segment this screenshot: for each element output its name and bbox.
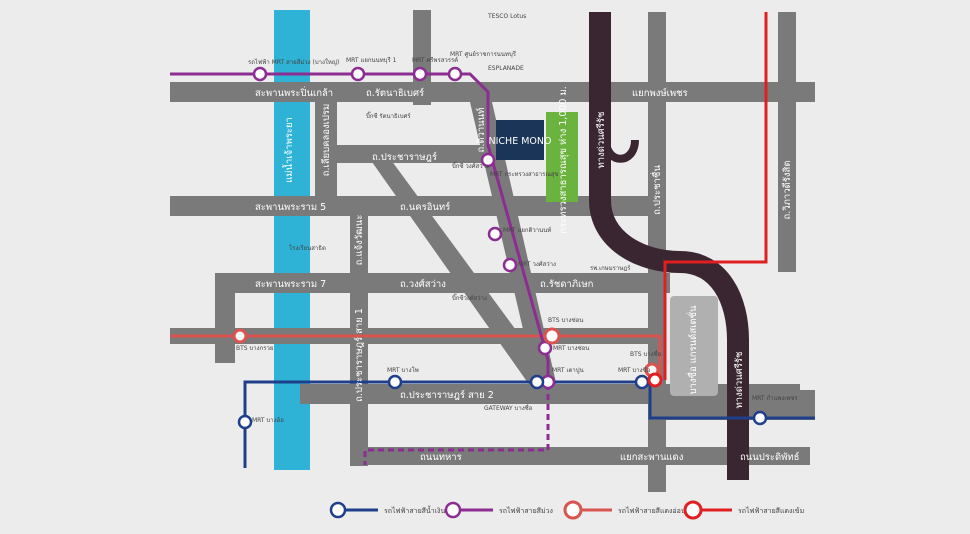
landmark-school: โรงเรียนสาธิต [289,244,326,252]
road-rama7-west [215,273,235,363]
road-wiphawadi [778,12,796,272]
label-mrt-bang-o: MRT บางอ้อ [252,417,284,424]
road-label-phra-pin-klao: สะพานพระปิ่นเกล้า [255,86,333,99]
bang-sue-grand-label: บางซื่อ แกรนด์สเตชั่น [686,305,699,394]
road-rama7 [215,273,670,293]
label-mrt-bang-pho: MRT บางโพ [387,366,419,374]
road-label-expressway2: ทางด่วนศรีรัช [733,351,745,408]
road-label-wiphawadi: ถ.วิภาวดีรังสิต [781,161,793,220]
label-mrt-bang-krasor: MRT แยกนนทบุรี 1 [346,56,397,64]
road-north [413,10,431,105]
landmark-hospital: รพ.เกษมราษฎร์ [590,264,631,272]
road-label-prachachuen: ถ.ประชาราษฎร์ [372,151,437,163]
station-mrt-bang-pho[interactable] [387,374,403,390]
legend-red-light-label: รถไฟฟ้าสายสีแดงอ่อน [618,506,686,515]
station-blue-tao-poon[interactable] [529,374,545,390]
road-label-thahan: ถนนทหาร [420,452,462,463]
road-label-wong-sawang: ถ.วงศ์สว่าง [400,278,446,290]
road-label-rama5: สะพานพระราม 5 [255,202,326,213]
station-mrt-yaek-tiwanon[interactable] [487,226,503,242]
expressway-loop [602,12,639,163]
station-bts-bang-kruai[interactable] [232,328,248,344]
station-mrt-bang-sue[interactable] [634,374,650,390]
station-mrt-top-left[interactable] [252,66,268,82]
label-bts-bang-son: BTS บางซ่อน [548,317,583,324]
blue-stations [237,374,768,430]
label-mrt-bang-son: MRT บางซ่อน [553,345,589,352]
legend-red-dark-label: รถไฟฟ้าสายสีแดงเข้ม [738,506,804,515]
legend-blue-label: รถไฟฟ้าสายสีน้ำเงิน [384,504,445,515]
legend-red-light-icon [563,500,583,520]
road-label-prachachuen-road: ถ.ประชาชื่น [650,165,663,215]
legend-red-dark-icon [683,500,703,520]
bang-sue-grand-station [670,296,718,396]
landmark-bigc-wong-sawang: บิ๊กซี วงศ์สว่าง [452,161,489,170]
red-dark-line [663,12,768,380]
landmark-bigc-wong-sawang2: บิ๊กซีวงศ์สว่าง [452,293,487,302]
station-mrt-wong-sawang[interactable] [502,257,518,273]
road-label-phahon: แยกพงษ์เพชร [632,87,688,99]
road-label-nakhon-in: ถ.นครอินทร์ [400,201,450,213]
label-bts-bang-sue: BTS บางซื่อ [630,350,662,358]
distance-banner [546,112,578,202]
legend-purple-icon [444,501,462,519]
red-stations [232,327,663,388]
red-light-line [170,334,662,382]
label-gateway: GATEWAY บางซื่อ [484,404,533,412]
label-mrt-tao-poon: MRT เตาปูน [552,367,584,374]
station-mrt-kamphaeng[interactable] [752,410,768,426]
legend: รถไฟฟ้าสายสีน้ำเงิน รถไฟฟ้าสายสีม่วง รถไ… [329,500,804,520]
project-logo [496,120,544,160]
legend-blue-icon [329,501,347,519]
distance-banner-text: กระทรวงสาธารณสุข ห่าง 1,000 ม. [558,86,569,234]
road-label-rama7: สะพานพระราม 7 [255,279,326,290]
road-label-ratchawithi: ถ.รัตนาธิเบศร์ [366,87,424,99]
station-mrt-ministry[interactable] [480,152,496,168]
legend-purple-label: รถไฟฟ้าสายสีม่วง [499,506,553,515]
station-bts-bang-son[interactable] [543,327,561,345]
landmark-tesco: TESCO Lotus [487,13,526,20]
station-mrt-bang-o[interactable] [237,414,253,430]
river-label: แม่น้ำเจ้าพระยา [282,117,295,183]
road-label-chao-mueang: ถ.เลียบคลองเปรม [320,104,332,177]
label-mrt-ministry-public: MRT ศูนย์ราชการนนทบุรี [450,50,517,58]
project-logo-text: NICHE MONO [489,136,552,147]
label-mrt-ministry: MRT กระทรวงสาธารณสุข [490,171,559,178]
road-label-tiwanon: ถ.ติวานนท์ [475,108,487,153]
road-label-expressway1: ทางด่วนศรีรัช [595,111,607,168]
road-prachachuen1 [350,216,368,466]
label-mrt-top-left: รถไฟฟ้า MRT สายสีม่วง (บางใหญ่) [248,58,339,66]
road-label-bang-khen: แยกสะพานแดง [620,452,683,463]
landmark-bigc-rattanathibet: บิ๊กซี รัตนาธิเบศร์ [366,111,412,120]
station-mrt-ministry-public[interactable] [447,66,463,82]
road-liap-khlong [315,100,337,196]
label-mrt-yaek-tiwanon: MRT แยกติวานนท์ [503,226,551,234]
road-label-chaengwattana: ถ.แจ้งวัฒนะ [354,215,365,266]
station-mrt-sri-phran[interactable] [412,66,428,82]
road-label-pracha-phatthana: ถนนประดิพัทธ์ [740,451,799,463]
station-mrt-bang-son[interactable] [537,340,553,356]
label-mrt-kamphaeng: MRT กำแพงเพชร [752,395,798,402]
landmark-esplanade: ESPLANADE [488,65,524,72]
label-mrt-wong-sawang: MRT วงศ์สว่าง [518,260,556,268]
purple-line-dashed [363,384,550,465]
label-bts-bang-kruai: BTS บางกรวย [236,345,273,352]
purple-stations [252,66,556,390]
road-label-ratchaphruek: ถ.รัชดาภิเษก [540,279,594,290]
road-label-prachachuen2: ถ.ประชาราษฎร์ สาย 2 [400,389,494,401]
label-mrt-bang-sue: MRT บางซื่อ [618,366,651,374]
road-label-prachachuen1: ถ.ประชาราษฎร์ สาย 1 [353,308,365,402]
road-prachachuen-top [335,145,495,163]
station-mrt-bang-krasor[interactable] [350,66,366,82]
label-mrt-sri-phran: MRT ศรีพรสวรรค์ [412,56,458,64]
station-red-dark-bang-sue[interactable] [647,372,663,388]
